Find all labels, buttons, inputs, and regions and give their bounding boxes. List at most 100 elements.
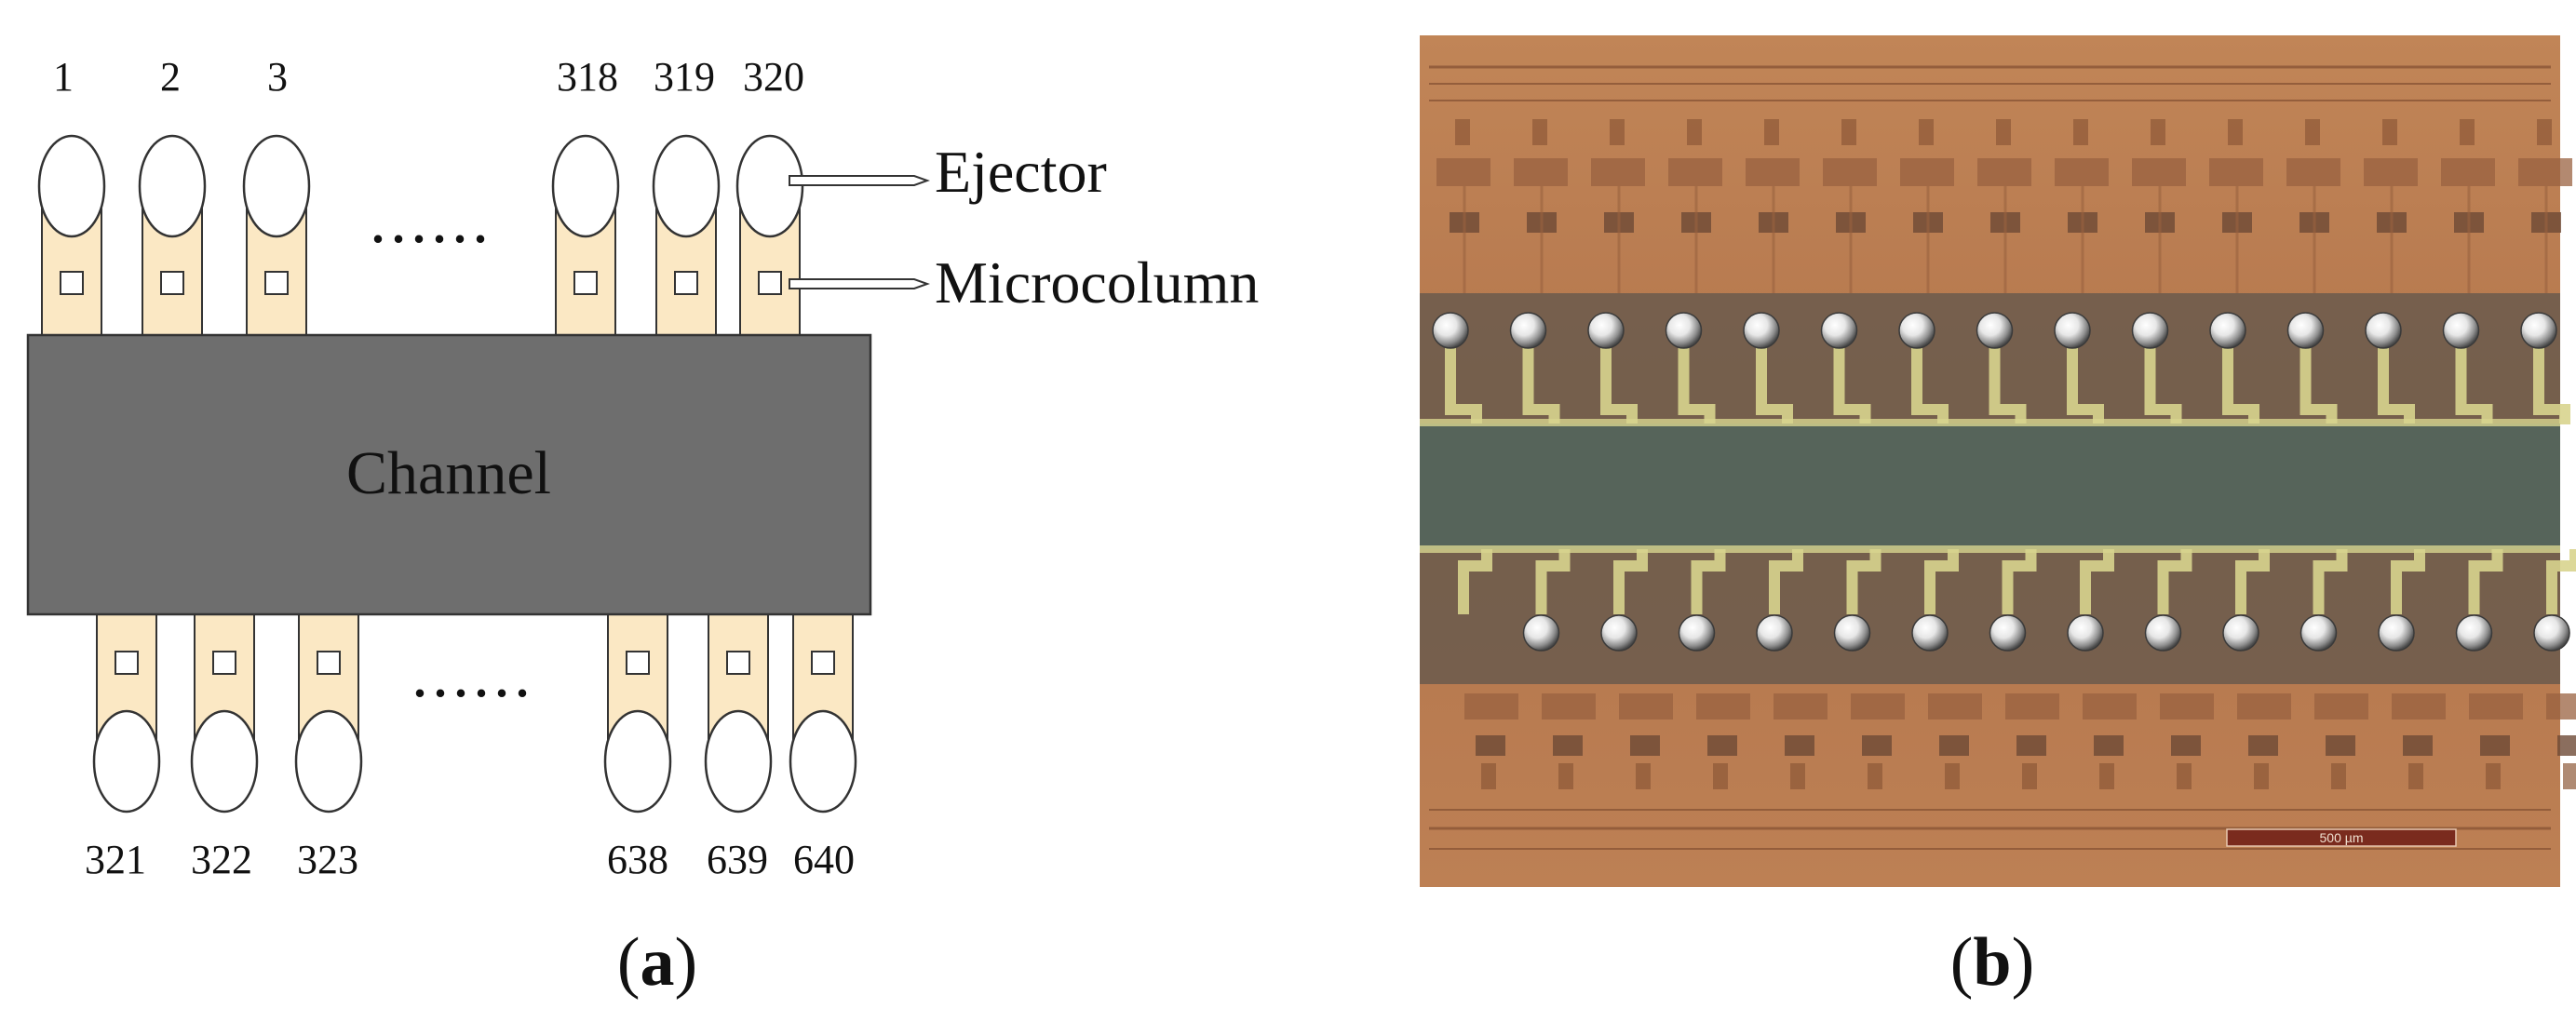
microcolumn-pad [726, 651, 750, 675]
microcolumn-pad [212, 651, 236, 675]
circuit-pad [1790, 763, 1805, 789]
caption-b: (b) [1950, 924, 2034, 1001]
circuit-pad [2055, 158, 2109, 186]
circuit-pad [1764, 119, 1779, 145]
circuit-pad [2209, 158, 2263, 186]
ejector-number: 318 [557, 54, 618, 100]
circuit-pad [2022, 763, 2037, 789]
trace [2533, 346, 2570, 424]
trace [2391, 549, 2425, 614]
circuit-pad [2228, 119, 2243, 145]
trace [1600, 346, 1638, 424]
channel-edge-bottom [1420, 545, 2560, 553]
circuit-pad [1851, 693, 1905, 719]
ejectors-bottom [92, 709, 857, 814]
droplet [2533, 614, 2570, 652]
circuit-pad [1928, 693, 1982, 719]
circuit-pad [2083, 693, 2137, 719]
droplet [2442, 312, 2480, 349]
ejector [789, 709, 857, 814]
trace [1756, 346, 1793, 424]
circuit-pad [1687, 119, 1702, 145]
circuit-pad [2557, 735, 2576, 756]
circuit-pad [2286, 158, 2340, 186]
microcolumn-pad [160, 271, 184, 295]
droplet [1600, 614, 1638, 652]
ejector-number: 321 [85, 837, 146, 882]
bottom-circuit-rows [1429, 693, 2576, 850]
microcolumn-pad [573, 271, 598, 295]
ejector-number: 1 [53, 54, 74, 100]
circuit-pad [1746, 158, 1800, 186]
ejector [190, 709, 259, 814]
circuit-pad [2237, 693, 2291, 719]
panel-b: 500 µm (b) [1420, 35, 2576, 1001]
ejector-number: 2 [160, 54, 181, 100]
trace [2378, 346, 2415, 424]
callout-arrow [789, 175, 930, 186]
circuit-pad [1713, 763, 1728, 789]
trace [2157, 549, 2192, 614]
circuit-pad [2099, 763, 2114, 789]
circuit-pad [2408, 763, 2423, 789]
droplet [2209, 312, 2246, 349]
circuit-pad [2403, 735, 2433, 756]
trace [2300, 346, 2338, 424]
trace [1833, 346, 1871, 424]
circuit-pad [2546, 693, 2576, 719]
callout-arrow [789, 278, 930, 289]
top-numbers: 1 2 3 318 319 320 [53, 54, 804, 100]
upper-traces [1445, 346, 2570, 424]
trace [2002, 549, 2037, 614]
circuit-pad [1785, 735, 1814, 756]
trace [1445, 346, 1482, 424]
trace [2455, 346, 2493, 424]
circuit-pad [2537, 119, 2552, 145]
microcolumn-pads [60, 271, 835, 675]
circuit-pad [1868, 763, 1882, 789]
circuit-pad [2073, 119, 2088, 145]
ellipsis-top: ...... [370, 182, 492, 257]
circuit-pad [1464, 693, 1518, 719]
circuit-pad [2392, 693, 2446, 719]
circuit-pad [2563, 763, 2576, 789]
droplet [2455, 614, 2493, 652]
circuit-pad [2480, 735, 2510, 756]
callout-microcolumn-label: Microcolumn [935, 249, 1259, 316]
microcolumn-pad [115, 651, 139, 675]
microcolumn-pad [317, 651, 341, 675]
trace [2468, 549, 2503, 614]
circuit-pad [1996, 119, 2011, 145]
circuit-pad [1945, 763, 1960, 789]
trace [1522, 346, 1560, 424]
ejector [294, 709, 363, 814]
panel-a: Channel 1 2 3 318 319 320 321 322 323 63… [26, 54, 1259, 1001]
circuit-pad [1668, 158, 1722, 186]
circuit-pad [1939, 735, 1969, 756]
droplet [1756, 614, 1793, 652]
ejector-number: 322 [191, 837, 252, 882]
circuit-pad [2331, 763, 2346, 789]
ejector [37, 134, 106, 238]
circuit-pad [2460, 119, 2475, 145]
ejector [704, 709, 773, 814]
droplet [2365, 312, 2402, 349]
circuit-pad [1707, 735, 1737, 756]
ejector-number: 638 [607, 837, 668, 882]
circuit-pad [1900, 158, 1954, 186]
microcolumn-pad [674, 271, 698, 295]
circuit-pad [1823, 158, 1877, 186]
circuit-pad [1774, 693, 1827, 719]
circuit-pad [1591, 158, 1645, 186]
circuit-pad [2016, 735, 2046, 756]
microcolumn-pad [264, 271, 289, 295]
circuit-pad [1476, 735, 1505, 756]
ejector [603, 709, 672, 814]
trace [1769, 549, 1803, 614]
droplet [1989, 614, 2027, 652]
trace [2067, 346, 2104, 424]
trace [1924, 549, 1959, 614]
lower-dark-band [1420, 549, 2560, 684]
trace [1989, 346, 2027, 424]
